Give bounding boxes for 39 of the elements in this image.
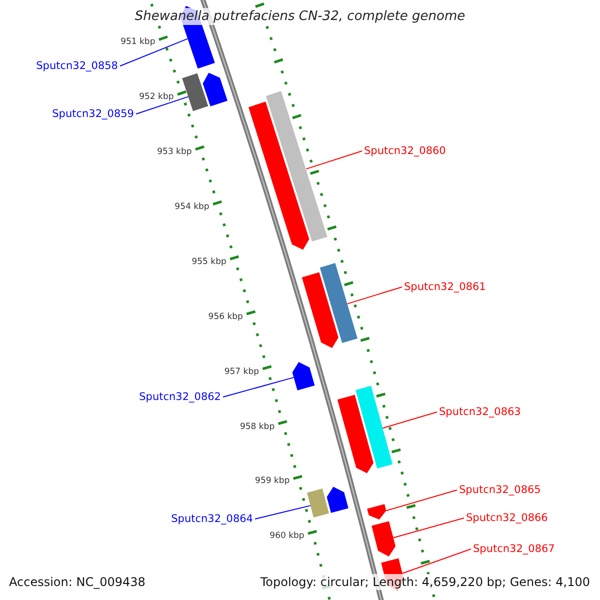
scale-label: 955 kbp (192, 256, 226, 267)
leader-line (254, 505, 311, 520)
gene-label: Sputcn32_0865 (459, 484, 541, 496)
gene-feature (182, 72, 228, 112)
scale-label: 960 kbp (270, 531, 304, 542)
scale-label: 959 kbp (255, 476, 290, 486)
gene-feature (248, 91, 328, 250)
leader-line (346, 286, 402, 304)
gene-label: Sputcn32_0862 (139, 391, 221, 403)
gene-feature (292, 362, 315, 390)
leader-line (222, 376, 294, 398)
gene-label: Sputcn32_0863 (439, 406, 521, 418)
genome-stats-text: Topology: circular; Length: 4,659,220 bp; Genes: 4,100 (258, 574, 592, 590)
scale-label: 957 kbp (224, 366, 259, 377)
leader-line (402, 548, 472, 574)
leader-line (392, 518, 464, 538)
gene-label: Sputcn32_0859 (52, 108, 134, 120)
accession-text: Accession: NC_009438 (7, 574, 148, 590)
gene-feature (367, 504, 386, 520)
leader-line (382, 412, 438, 429)
leader-line (306, 150, 362, 170)
gene-label: Sputcn32_0866 (466, 512, 548, 524)
scale-label: 954 kbp (174, 202, 210, 212)
scale-label: 953 kbp (157, 147, 192, 157)
gene-label: Sputcn32_0867 (473, 543, 555, 555)
leader-line (120, 38, 188, 66)
scale-label: 956 kbp (208, 312, 243, 322)
scale-label: 952 kbp (139, 92, 174, 102)
gene-feature (302, 263, 358, 348)
gene-feature (307, 486, 348, 518)
gene-label: Sputcn32_0858 (36, 60, 118, 72)
gene-label: Sputcn32_0864 (171, 513, 253, 525)
scale-label: 951 kbp (120, 37, 156, 48)
leader-line (136, 96, 189, 114)
gene-feature (337, 386, 393, 474)
gene-label: Sputcn32_0861 (404, 281, 486, 293)
gene-label: Sputcn32_0860 (364, 145, 446, 157)
leader-line (386, 490, 458, 512)
scale-label: 958 kbp (240, 422, 275, 432)
